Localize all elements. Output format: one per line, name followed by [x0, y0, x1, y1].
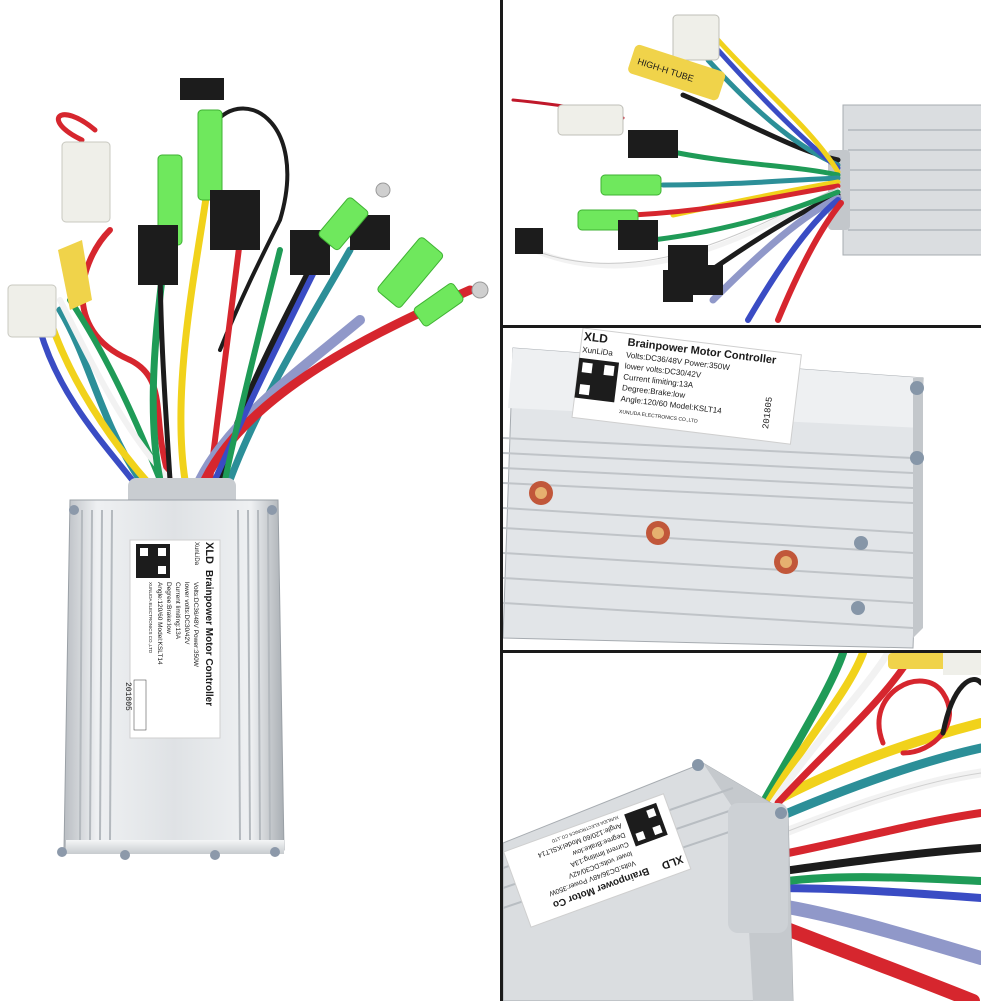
yellow-sleeve-connector	[888, 653, 958, 669]
black-connector	[515, 228, 543, 254]
label-batch: 201805	[123, 682, 132, 711]
connector-group	[7, 78, 489, 338]
brand-sub: XunLiDa	[193, 542, 199, 566]
white-hall-connector	[672, 14, 720, 61]
yellow-sleeve-connector	[58, 240, 92, 310]
controller-label-illustration: XLD XunLiDa Brainpower Motor Controller …	[503, 328, 924, 649]
white-plug-connector	[557, 104, 624, 136]
black-2pin-connector	[138, 225, 178, 285]
connector-cluster	[888, 653, 981, 675]
white-plug-connector	[61, 141, 111, 223]
mounting-screw	[774, 550, 798, 574]
label-line-1: Volts:DC36/48V Power:350W	[192, 582, 199, 668]
main-product-image: XLD XunLiDa Brainpower Motor Controller …	[7, 78, 489, 860]
controller-front-view-illustration: XLD XunLiDa Brainpower Motor Controller …	[7, 78, 489, 860]
green-sleeve-terminal	[197, 109, 223, 201]
brand-mark: XLD	[583, 329, 609, 346]
controller-wire-entry-illustration: XLD Brainpower Motor Co Volts:DC36/48V P…	[503, 653, 981, 1001]
qr-code	[574, 357, 620, 403]
yellow-sleeve-connector	[628, 44, 726, 101]
spec-label: XLD XunLiDa Brainpower Motor Controller …	[123, 539, 221, 739]
label-line-2: lower volts:DC30/42V	[183, 582, 190, 645]
label-line-5: Angle:120/60 Model:KSLT14	[156, 582, 163, 665]
panel-divider-horizontal	[503, 650, 981, 653]
brand-mark: XLD	[203, 542, 215, 564]
connector-side-image: HIGH-H TUBE	[503, 0, 981, 325]
black-connector	[693, 265, 723, 295]
label-manufacturer: XUNLIDA ELECTRONICS CO.,LTD	[148, 582, 153, 654]
brand-sub: XunLiDa	[582, 345, 614, 358]
panel-divider-vertical	[500, 0, 503, 1001]
mounting-screw	[529, 481, 553, 505]
label-title: Brainpower Motor Controller	[203, 570, 214, 706]
mounting-screw	[646, 521, 670, 545]
black-mini-connector	[180, 78, 224, 100]
spec-label: XLD Brainpower Motor Co Volts:DC36/48V P…	[503, 793, 692, 928]
black-connector	[618, 220, 658, 250]
label-closeup-image: XLD XunLiDa Brainpower Motor Controller …	[503, 328, 981, 650]
black-connector	[663, 270, 693, 302]
label-line-3: Current limiting:13A	[174, 582, 181, 640]
spec-label: XLD XunLiDa Brainpower Motor Controller …	[571, 328, 802, 445]
panel-divider-horizontal	[503, 325, 981, 328]
barcode	[133, 679, 147, 731]
connector-cluster: HIGH-H TUBE	[515, 14, 726, 302]
green-sleeve-terminal	[600, 174, 662, 196]
black-3pin-connector	[210, 190, 260, 250]
qr-code	[624, 802, 668, 847]
black-connector	[628, 130, 678, 158]
wire-fan	[748, 653, 981, 1001]
white-hall-connector	[7, 284, 57, 338]
housing-end	[828, 104, 981, 256]
controller-connectors-illustration: HIGH-H TUBE	[511, 14, 981, 323]
wire-closeup-image: XLD Brainpower Motor Co Volts:DC36/48V P…	[503, 653, 981, 1001]
white-plug-connector	[943, 653, 981, 675]
label-line-4: Degree:Brake:low	[165, 582, 172, 634]
label-batch: 201805	[761, 396, 775, 429]
